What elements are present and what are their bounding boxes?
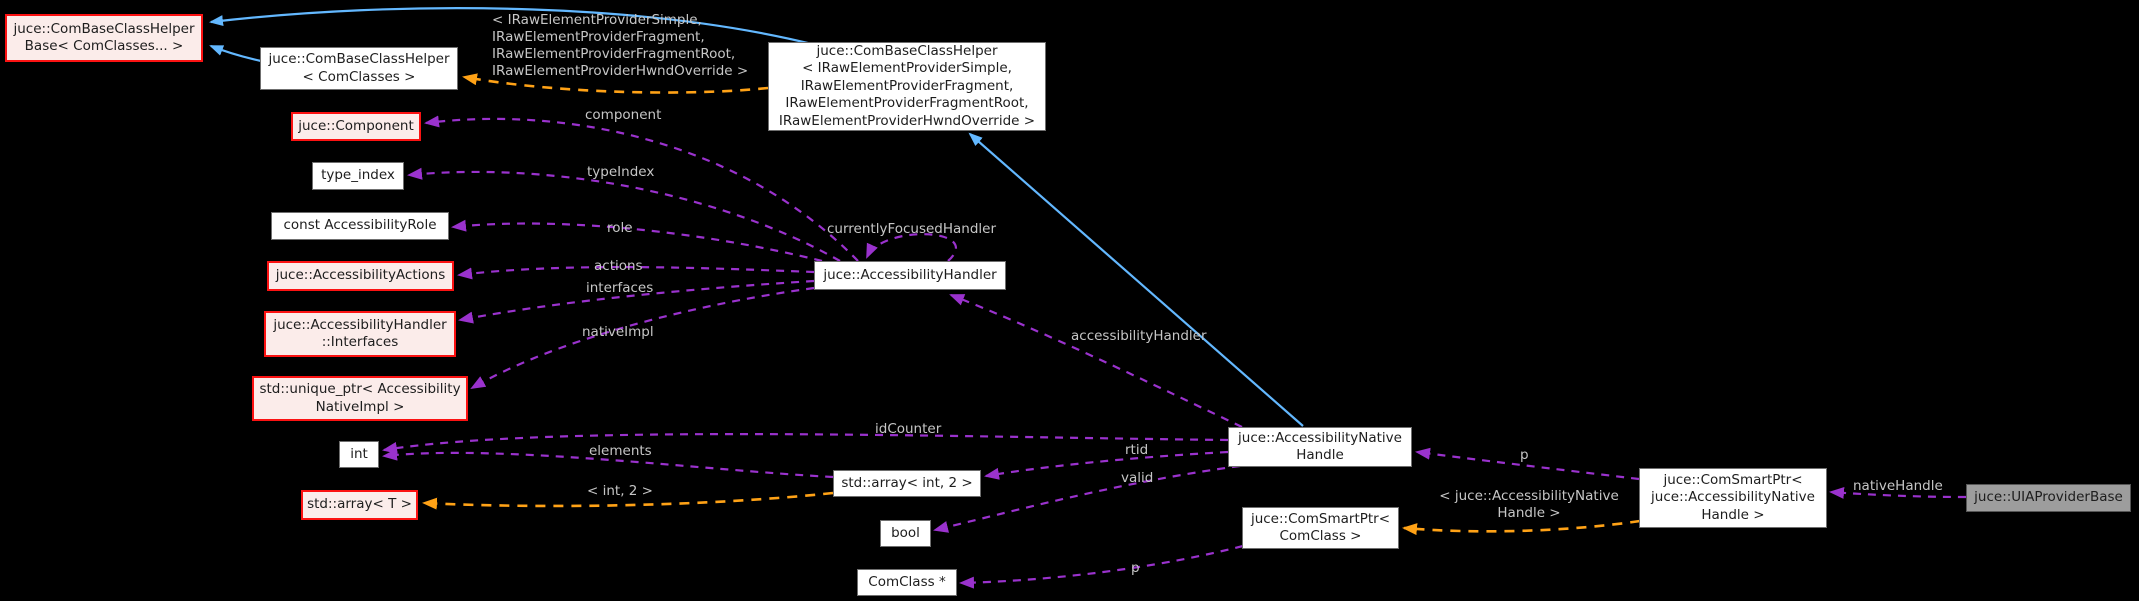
node-accessibility-native-handle[interactable]: juce::AccessibilityNative Handle — [1228, 427, 1412, 467]
edge-member-accessibilityhandler — [949, 293, 1243, 428]
edge-label-p-comclass-label: p — [1131, 560, 1140, 576]
edge-label-template-args-iraw: < IRawElementProviderSimple, IRawElement… — [492, 12, 749, 79]
edge-inherit-nativehandle-to-helperinst — [968, 132, 1304, 427]
edge-inherit-helpert-to-base — [209, 44, 262, 63]
node-component[interactable]: juce::Component — [291, 112, 421, 141]
node-unique-ptr[interactable]: std::unique_ptr< Accessibility NativeImp… — [252, 376, 468, 421]
edge-label-currentlyfocusedhandler-label: currentlyFocusedHandler — [827, 221, 997, 237]
node-interfaces[interactable]: juce::AccessibilityHandler ::Interfaces — [264, 311, 456, 357]
node-comsmartptr-nativehandle[interactable]: juce::ComSmartPtr< juce::AccessibilityNa… — [1639, 468, 1827, 528]
edge-member-component — [424, 115, 859, 262]
edge-label-role-label: role — [607, 220, 633, 236]
edge-label-actions-label: actions — [594, 258, 643, 274]
node-combaseclasshelper-comclasses[interactable]: juce::ComBaseClassHelper < ComClasses > — [260, 47, 458, 90]
node-int[interactable]: int — [339, 441, 379, 468]
node-accessibility-actions[interactable]: juce::AccessibilityActions — [267, 261, 454, 291]
node-combaseclasshelperbase[interactable]: juce::ComBaseClassHelper Base< ComClasse… — [5, 14, 203, 62]
edge-label-interfaces-label: interfaces — [586, 280, 654, 296]
node-comsmartptr-comclass[interactable]: juce::ComSmartPtr< ComClass > — [1242, 507, 1399, 549]
edge-label-template-args-nativehandle: < juce::AccessibilityNative Handle > — [1439, 488, 1619, 521]
edge-member-idcounter — [382, 433, 1229, 454]
edge-label-nativeimpl-label: nativeImpl — [582, 324, 654, 340]
node-std-array-t[interactable]: std::array< T > — [301, 490, 418, 520]
node-combaseclasshelper-iraw[interactable]: juce::ComBaseClassHelper < IRawElementPr… — [768, 42, 1046, 131]
edge-member-rtid — [984, 450, 1229, 480]
edge-label-valid-label: valid — [1121, 470, 1154, 486]
edge-label-component-label: component — [585, 107, 662, 123]
edge-label-accessibilityhandler-label: accessibilityHandler — [1071, 328, 1207, 344]
edge-label-rtid-label: rtid — [1125, 442, 1149, 458]
node-bool[interactable]: bool — [880, 520, 931, 547]
node-type-index[interactable]: type_index — [312, 162, 404, 190]
edge-member-role — [451, 219, 823, 263]
edge-template-smartptrinst-to-smartptrt — [1402, 519, 1641, 536]
edge-label-template-args-int2: < int, 2 > — [587, 483, 653, 499]
edge-label-p-nativehandle-label: p — [1520, 447, 1529, 463]
node-comclass-ptr[interactable]: ComClass * — [857, 569, 957, 596]
edge-label-idcounter-label: idCounter — [875, 421, 942, 437]
node-accessibility-handler[interactable]: juce::AccessibilityHandler — [814, 261, 1006, 290]
node-std-array-int-2[interactable]: std::array< int, 2 > — [833, 470, 981, 497]
edge-member-p-comclass — [959, 544, 1244, 589]
edge-member-typeindex — [407, 167, 841, 262]
edge-label-typeindex-label: typeIndex — [587, 164, 655, 180]
edge-label-elements-label: elements — [589, 443, 652, 459]
node-uiaproviderbase[interactable]: juce::UIAProviderBase — [1966, 484, 2131, 512]
edge-label-nativehandle-label: nativeHandle — [1853, 478, 1943, 494]
edge-member-currentlyfocusedhandler-selfloop — [865, 233, 958, 262]
node-accessibility-role[interactable]: const AccessibilityRole — [271, 212, 449, 240]
